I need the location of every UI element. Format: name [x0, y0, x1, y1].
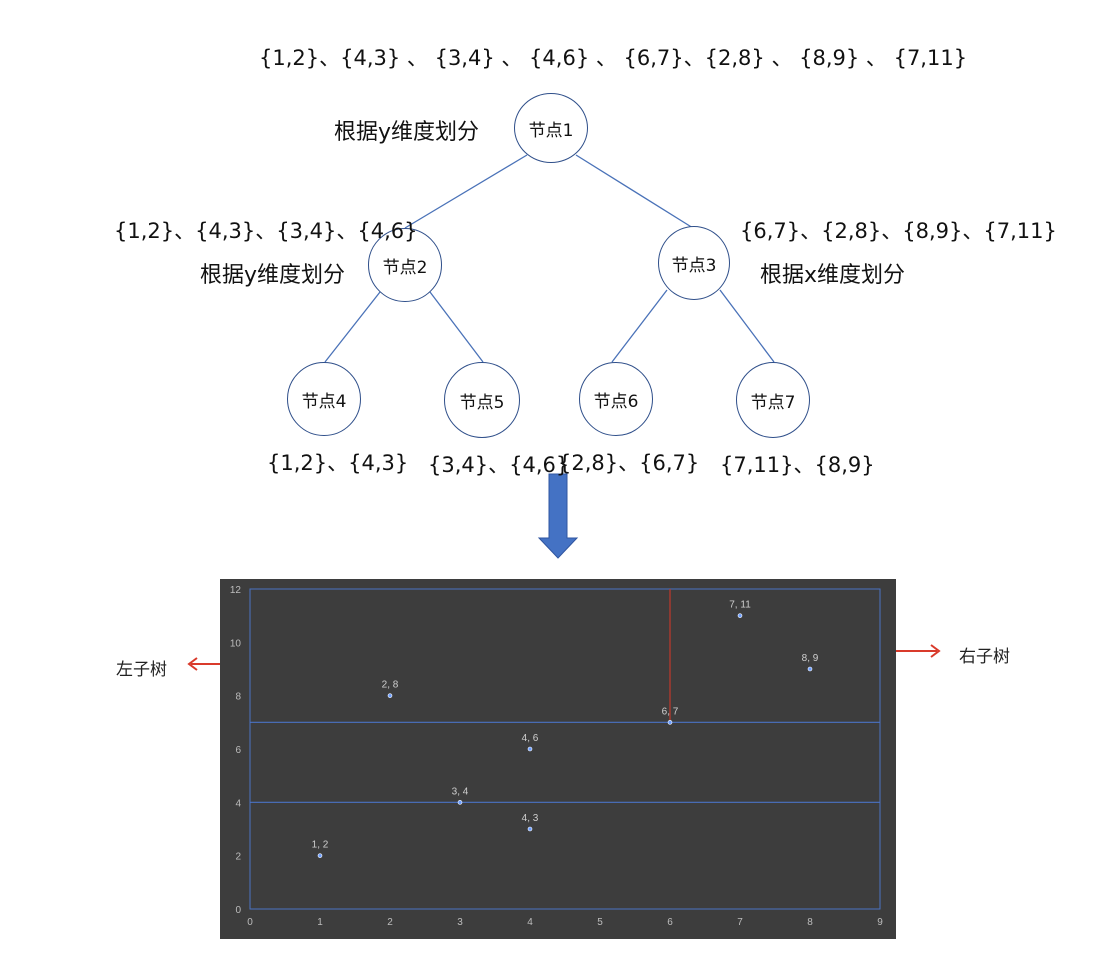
scatter-point [457, 800, 463, 805]
scatter-point [527, 826, 533, 832]
tree-node-4: 节点4 [287, 362, 361, 436]
scatter-point [737, 613, 743, 618]
edge-2-4 [324, 291, 381, 363]
edge-2-5 [429, 291, 484, 363]
node-label: 节点1 [528, 120, 574, 141]
node-label: 节点7 [750, 392, 796, 413]
x-tick-label: 9 [877, 917, 883, 928]
scatter-point [667, 720, 673, 725]
y-tick-label: 2 [235, 852, 241, 863]
right-subtree-label: 右子树 [959, 647, 1010, 667]
point-data-label: 3, 4 [452, 786, 469, 797]
scatter-point [387, 693, 393, 698]
leaf6-point-set: {2,8}、{6,7} [558, 451, 700, 475]
point-data-label: 4, 6 [522, 733, 539, 744]
scatter-point [807, 666, 813, 672]
scatter-point [317, 853, 323, 858]
left-subtree-label: 左子树 [116, 660, 167, 680]
point-data-label: 7, 11 [729, 600, 751, 611]
x-tick-label: 3 [457, 917, 463, 928]
tree-node-3: 节点3 [658, 226, 730, 300]
node3-point-set: {6,7}、{2,8}、{8,9}、{7,11} [740, 219, 1057, 243]
edge-3-7 [719, 289, 775, 363]
x-tick-label: 8 [807, 917, 813, 928]
tree-node-1: 节点1 [514, 93, 588, 163]
tree-connectors [324, 154, 775, 559]
point-data-label: 4, 3 [522, 813, 539, 824]
edge-1-2 [404, 154, 528, 229]
plot-area-border [249, 588, 881, 910]
node-label: 节点6 [593, 391, 639, 412]
node2-point-set: {1,2}、{4,3}、{3,4}、{4,6} [114, 219, 418, 243]
x-tick-label: 1 [317, 917, 323, 928]
leaf7-point-set: {7,11}、{8,9} [720, 453, 875, 477]
y-tick-label: 12 [230, 585, 242, 596]
y-tick-label: 8 [235, 692, 241, 703]
x-tick-label: 5 [597, 917, 603, 928]
tree-node-7: 节点7 [736, 362, 810, 438]
node-label: 节点5 [459, 392, 505, 413]
y-tick-label: 10 [230, 638, 242, 649]
point-data-label: 2, 8 [382, 680, 399, 691]
node2-split-rule: 根据y维度划分 [200, 263, 346, 288]
x-tick-label: 0 [247, 917, 253, 928]
leaf4-point-set: {1,2}、{4,3} [267, 451, 409, 475]
tree-node-5: 节点5 [444, 362, 520, 438]
point-data-label: 1, 2 [312, 840, 329, 851]
node-label: 节点4 [301, 391, 347, 412]
tree-node-2: 节点2 [368, 228, 442, 302]
node-label: 节点3 [671, 255, 717, 276]
root-point-set: {1,2}、{4,3} 、 {3,4} 、 {4,6} 、 {6,7}、{2,8… [259, 46, 968, 70]
node3-split-rule: 根据x维度划分 [760, 263, 906, 288]
scatter-point [527, 746, 533, 752]
x-tick-label: 4 [527, 917, 533, 928]
leaf5-point-set: {3,4}、{4,6} [428, 453, 570, 477]
y-tick-label: 6 [235, 745, 241, 756]
root-split-rule: 根据y维度划分 [334, 120, 480, 145]
edge-1-3 [575, 154, 694, 229]
node-label: 节点2 [382, 257, 428, 278]
point-data-label: 8, 9 [802, 653, 819, 664]
x-tick-label: 2 [387, 917, 393, 928]
y-tick-label: 0 [235, 905, 241, 916]
x-tick-label: 7 [737, 917, 743, 928]
y-tick-label: 4 [235, 798, 241, 809]
point-data-label: 6, 7 [662, 706, 679, 717]
x-tick-label: 6 [667, 917, 673, 928]
down-arrow-icon [537, 473, 579, 559]
tree-node-6: 节点6 [579, 362, 653, 436]
edge-3-6 [611, 289, 668, 363]
